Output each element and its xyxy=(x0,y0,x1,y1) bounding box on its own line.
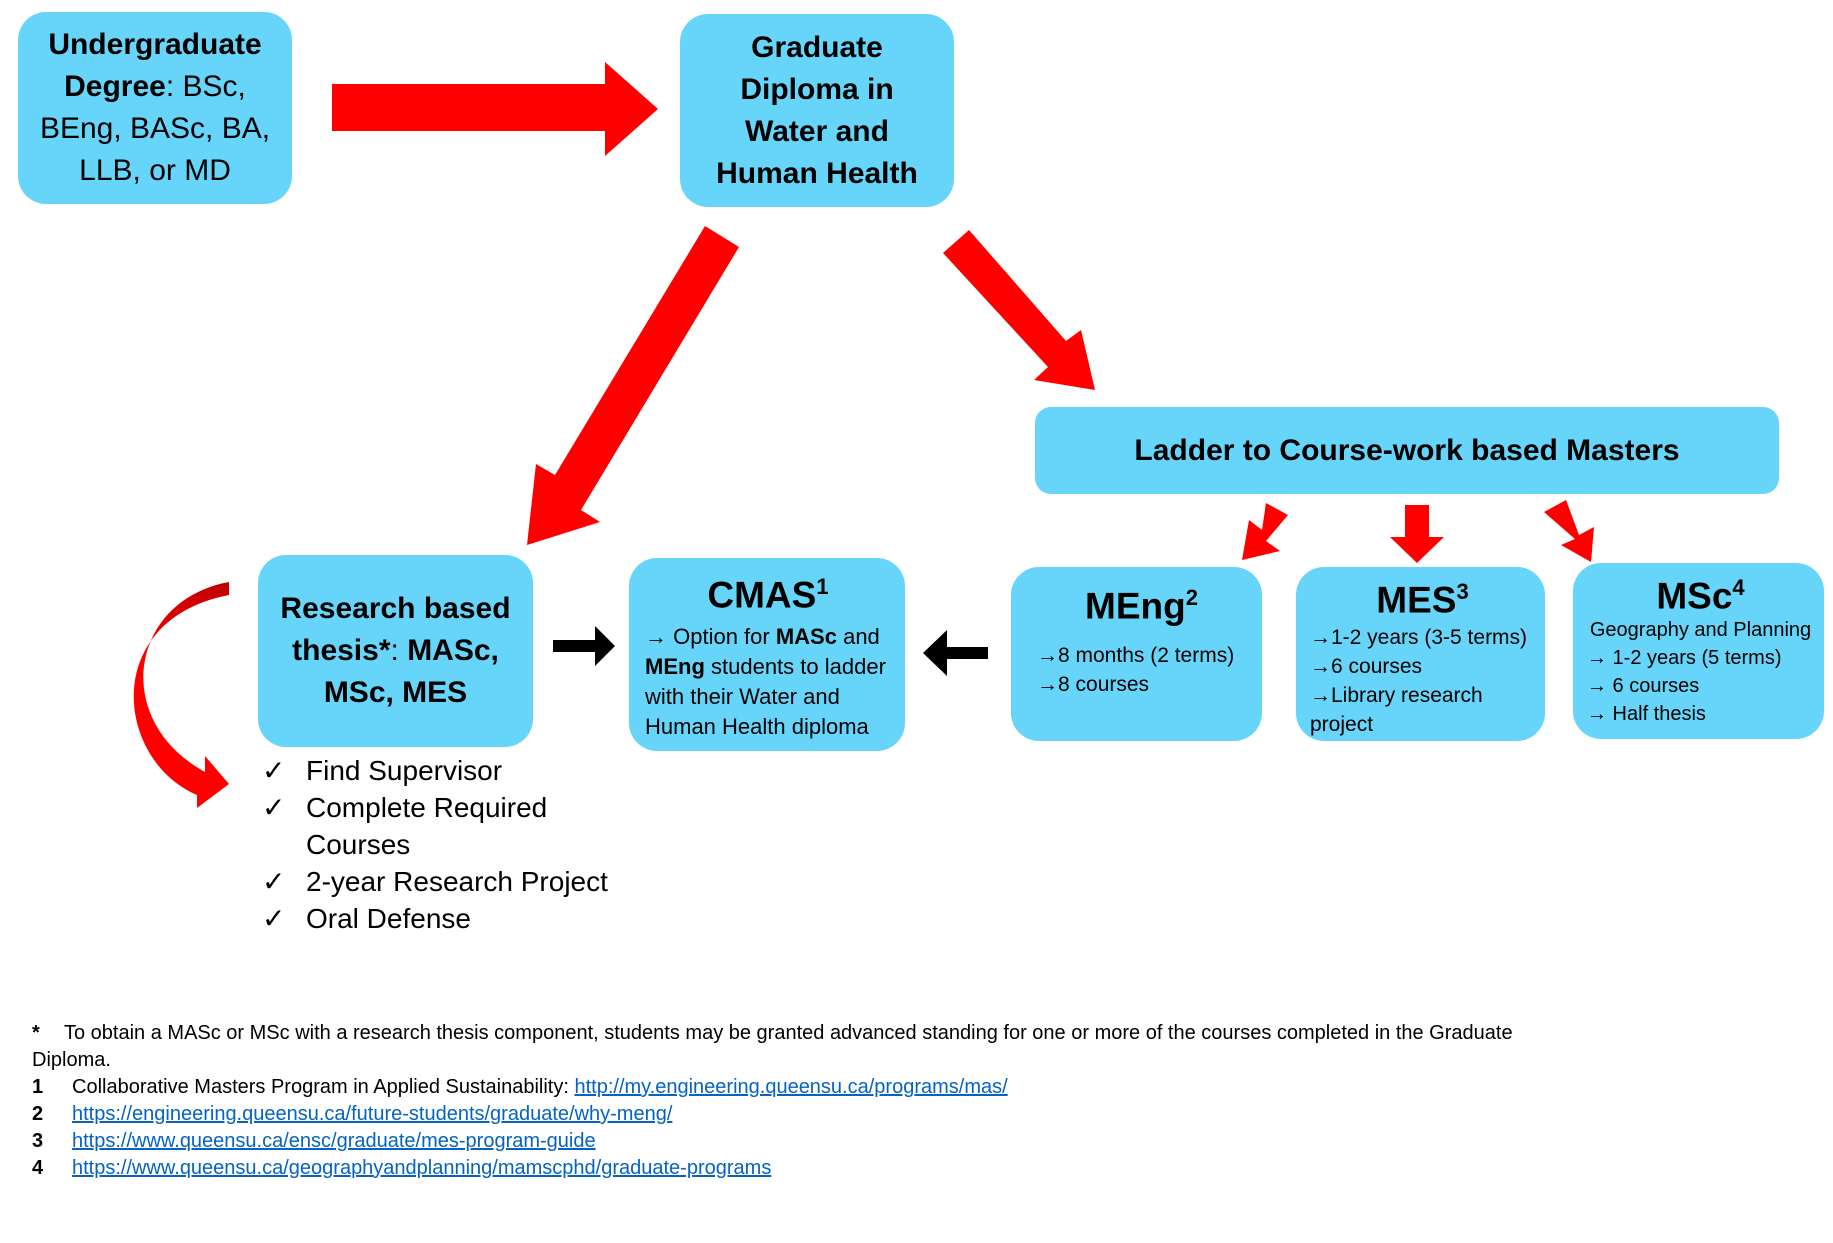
cmas-text-2: and xyxy=(836,624,880,650)
checklist-item: ✓ 2-year Research Project xyxy=(262,863,608,900)
footnote-star: *To obtain a MASc or MSc with a research… xyxy=(32,1020,1552,1074)
arrow-diploma-to-research xyxy=(527,226,739,545)
meng-title: MEng2 xyxy=(1037,577,1246,627)
footnote-link[interactable]: https://engineering.queensu.ca/future-st… xyxy=(72,1103,673,1125)
footnote-text: Collaborative Masters Program in Applied… xyxy=(72,1076,575,1098)
footnote-number: 2 xyxy=(32,1103,44,1125)
cmas-text-3: students to ladder with their Water and … xyxy=(645,654,886,740)
footnote-link[interactable]: https://www.queensu.ca/ensc/graduate/mes… xyxy=(72,1130,596,1152)
meng-details: →8 months (2 terms) →8 courses xyxy=(1037,641,1246,699)
ladder-title: Ladder to Course-work based Masters xyxy=(1134,433,1680,467)
mes-title: MES3 xyxy=(1310,571,1535,621)
msc-title: MSc4 xyxy=(1583,567,1818,617)
arrow-ladder-to-mes xyxy=(1390,505,1444,563)
meng-title-text: MEng xyxy=(1085,585,1186,627)
arrow-ladder-to-msc xyxy=(1544,500,1594,562)
checkmark-icon: ✓ xyxy=(262,755,286,786)
cmas-arrow-glyph: → xyxy=(645,624,667,650)
research-thesis-text: Research based thesis*: MASc, MSc, MES xyxy=(270,588,521,714)
research-thesis-label: Research based thesis* xyxy=(280,592,511,667)
msc-details: → 1-2 years (5 terms) → 6 courses → Half… xyxy=(1583,644,1818,728)
footnote-link[interactable]: https://www.queensu.ca/geographyandplann… xyxy=(72,1157,772,1179)
cmas-footnote-ref: 1 xyxy=(816,574,829,599)
arrow-meng-to-cmas xyxy=(923,630,988,676)
msc-subtitle: Geography and Planning xyxy=(1589,619,1812,642)
arrow-undergrad-to-diploma xyxy=(332,62,658,156)
mes-detail-line: →Library research project xyxy=(1310,684,1483,737)
undergraduate-degree-box: Undergraduate Degree: BSc, BEng, BASc, B… xyxy=(18,12,292,204)
checklist-item: ✓ Oral Defense xyxy=(262,900,608,937)
mes-title-text: MES xyxy=(1376,579,1457,621)
checkmark-icon: ✓ xyxy=(262,792,286,823)
msc-detail-line: → 6 courses xyxy=(1587,675,1700,698)
cmas-text-1: Option for xyxy=(667,624,776,650)
footnotes: *To obtain a MASc or MSc with a research… xyxy=(32,1020,1632,1182)
footnote-row: 1 Collaborative Masters Program in Appli… xyxy=(32,1074,1632,1101)
footnote-link[interactable]: http://my.engineering.queensu.ca/program… xyxy=(574,1076,1008,1098)
footnote-number: 4 xyxy=(32,1157,44,1179)
cmas-title-text: CMAS xyxy=(707,574,817,616)
meng-box: MEng2 →8 months (2 terms) →8 courses xyxy=(1011,567,1262,741)
graduate-diploma-title: Graduate Diploma in Water and Human Heal… xyxy=(716,30,918,190)
mes-box: MES3 →1-2 years (3-5 terms) →6 courses →… xyxy=(1296,567,1545,741)
undergraduate-degree-label: Undergraduate Degree xyxy=(48,28,262,103)
graduate-diploma-box: Graduate Diploma in Water and Human Heal… xyxy=(680,14,954,207)
footnote-star-mark: * xyxy=(32,1022,40,1044)
footnote-row: 2 https://engineering.queensu.ca/future-… xyxy=(32,1101,1632,1128)
footnote-row: 4 https://www.queensu.ca/geographyandpla… xyxy=(32,1155,1632,1182)
cmas-meng: MEng xyxy=(645,654,705,680)
arrow-ladder-to-meng xyxy=(1242,503,1288,560)
msc-box: MSc4 Geography and Planning → 1-2 years … xyxy=(1573,563,1824,739)
meng-footnote-ref: 2 xyxy=(1185,585,1198,610)
msc-detail-line: → 1-2 years (5 terms) xyxy=(1587,647,1782,670)
msc-title-text: MSc xyxy=(1656,575,1733,617)
checklist-item-label: Complete Required Courses xyxy=(306,792,548,860)
footnote-star-text: To obtain a MASc or MSc with a research … xyxy=(32,1022,1513,1071)
cmas-masc: MASc xyxy=(775,624,837,650)
research-thesis-colon: : xyxy=(390,634,408,667)
research-thesis-degrees: MASc, MSc, MES xyxy=(323,634,499,709)
arrow-research-to-cmas xyxy=(553,626,615,666)
ladder-box: Ladder to Course-work based Masters xyxy=(1035,407,1779,494)
thesis-checklist: ✓ Find Supervisor ✓ Complete Required Co… xyxy=(262,752,608,937)
checklist-item-label: Find Supervisor xyxy=(306,755,503,786)
mes-detail-line: →6 courses xyxy=(1310,655,1423,679)
checkmark-icon: ✓ xyxy=(262,866,286,897)
mes-details: →1-2 years (3-5 terms) →6 courses →Libra… xyxy=(1310,623,1535,739)
arrow-diploma-to-ladder xyxy=(943,230,1095,390)
undergraduate-degree-text: Undergraduate Degree: BSc, BEng, BASc, B… xyxy=(24,24,286,192)
checklist-item-label: Oral Defense xyxy=(306,903,471,934)
meng-detail-line: →8 courses xyxy=(1037,673,1150,697)
checkmark-icon: ✓ xyxy=(262,903,286,934)
msc-detail-line: → Half thesis xyxy=(1587,703,1706,726)
footnote-number: 3 xyxy=(32,1130,44,1152)
footnote-number: 1 xyxy=(32,1076,44,1098)
arrow-research-to-checklist xyxy=(133,582,229,808)
msc-footnote-ref: 4 xyxy=(1732,575,1745,600)
footnote-row: 3 https://www.queensu.ca/ensc/graduate/m… xyxy=(32,1128,1632,1155)
cmas-description: → Option for MASc and MEng students to l… xyxy=(645,622,891,742)
mes-detail-line: →1-2 years (3-5 terms) xyxy=(1310,626,1528,650)
cmas-box: CMAS1 → Option for MASc and MEng student… xyxy=(629,558,905,751)
mes-footnote-ref: 3 xyxy=(1456,579,1469,604)
cmas-title: CMAS1 xyxy=(645,566,891,616)
undergraduate-degree-list: : BSc, BEng, BASc, BA, LLB, or MD xyxy=(39,70,271,187)
checklist-item: ✓ Find Supervisor xyxy=(262,752,608,789)
research-thesis-box: Research based thesis*: MASc, MSc, MES xyxy=(258,555,533,747)
checklist-item-label: 2-year Research Project xyxy=(306,866,608,897)
checklist-item: ✓ Complete Required Courses xyxy=(262,789,608,863)
meng-detail-line: →8 months (2 terms) xyxy=(1037,644,1235,668)
